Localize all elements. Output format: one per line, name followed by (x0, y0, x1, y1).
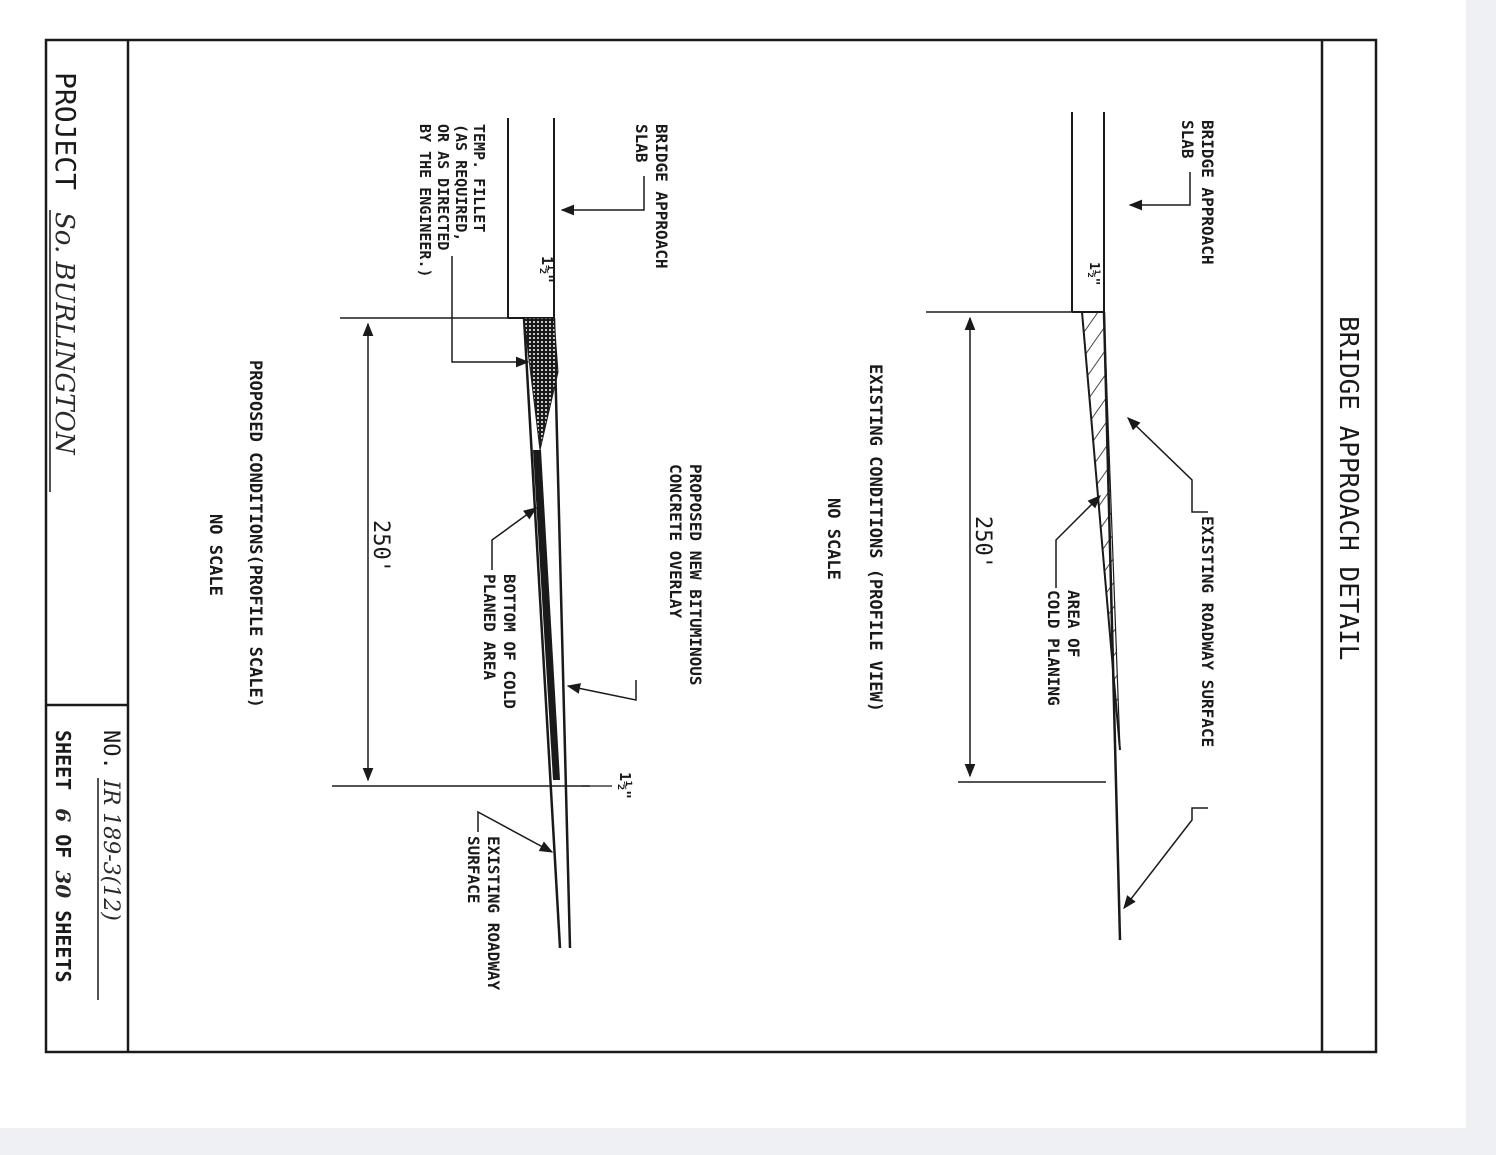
existing-depth-label: 1½" (1086, 262, 1101, 285)
sheet-current: 6 (51, 808, 75, 822)
number-block: NO. IR 189-3(12) (97, 730, 123, 1000)
existing-cold-plane-label-2: COLD PLANING (1044, 590, 1063, 706)
proposed-fillet-label-4: BY THE ENGINEER.) (416, 124, 434, 278)
proposed-fillet-label-1: TEMP. FILLET (470, 124, 488, 232)
project-label: PROJECT (49, 72, 82, 190)
existing-slab-label-2: SLAB (1178, 120, 1197, 159)
existing-length-label: 250' (970, 516, 995, 569)
existing-slab-label-1: BRIDGE APPROACH (1198, 120, 1217, 265)
existing-scale: NO SCALE (823, 498, 843, 580)
project-block: PROJECT So. BURLINGTON (49, 72, 82, 492)
proposed-slab-label-2: SLAB (632, 124, 651, 163)
proposed-conditions-detail: 250' 1½" 1½" BRIDGE APPROACH SLAB TEMP. … (205, 118, 705, 990)
drawing-sheet: BRIDGE APPROACH DETAIL PROJECT So. BURLI… (0, 0, 1466, 1128)
proposed-overlay-label-1: PROPOSED NEW BITUMINOUS (686, 464, 705, 686)
sheet-total: 30 (51, 870, 75, 898)
proposed-scale: NO SCALE (205, 514, 225, 596)
sheet-count-block: SHEET 6 OF 30 SHEETS (51, 730, 75, 983)
proposed-depth-end-label: 1½" (616, 772, 634, 799)
sheet-title: BRIDGE APPROACH DETAIL (1333, 316, 1363, 660)
number-value: IR 189-3(12) (98, 779, 123, 921)
proposed-fillet-label-3: OR AS DIRECTED (434, 124, 452, 250)
proposed-bottom-label-1: BOTTOM OF COLD (500, 574, 519, 709)
number-label: NO. (98, 730, 123, 770)
project-value: So. BURLINGTON (49, 212, 79, 456)
existing-conditions-detail: 250' 1½" BRIDGE APPROACH SLAB EXISTING R… (823, 112, 1217, 941)
proposed-surface-label-1: EXISTING ROADWAY (484, 836, 503, 990)
proposed-fillet-label-2: (AS REQUIRED, (452, 124, 470, 241)
existing-cold-plane-label-1: AREA OF (1064, 590, 1083, 657)
proposed-slab-label-1: BRIDGE APPROACH (652, 124, 671, 269)
sheet-suffix: SHEETS (51, 910, 75, 982)
sheet-border (44, 38, 1378, 1054)
proposed-bottom-label-2: PLANED AREA (480, 574, 499, 680)
bridge-approach-drawing: BRIDGE APPROACH DETAIL PROJECT So. BURLI… (44, 38, 1378, 1054)
proposed-caption: PROPOSED CONDITIONS(PROFILE SCALE) (245, 360, 265, 708)
proposed-surface-label-2: SURFACE (464, 836, 483, 903)
svg-text:SHEET 6 OF 3: SHEET 6 OF 30 SHEETS (51, 730, 75, 983)
existing-caption: EXISTING CONDITIONS (PROFILE VIEW) (865, 364, 885, 712)
sheet-of: OF (51, 834, 75, 858)
existing-surface-label: EXISTING ROADWAY SURFACE (1198, 516, 1217, 747)
proposed-length-label: 250' (368, 520, 393, 573)
proposed-depth-top-label: 1½" (538, 256, 556, 283)
sheet-prefix: SHEET (51, 730, 75, 790)
proposed-overlay-label-2: CONCRETE OVERLAY (666, 464, 685, 618)
